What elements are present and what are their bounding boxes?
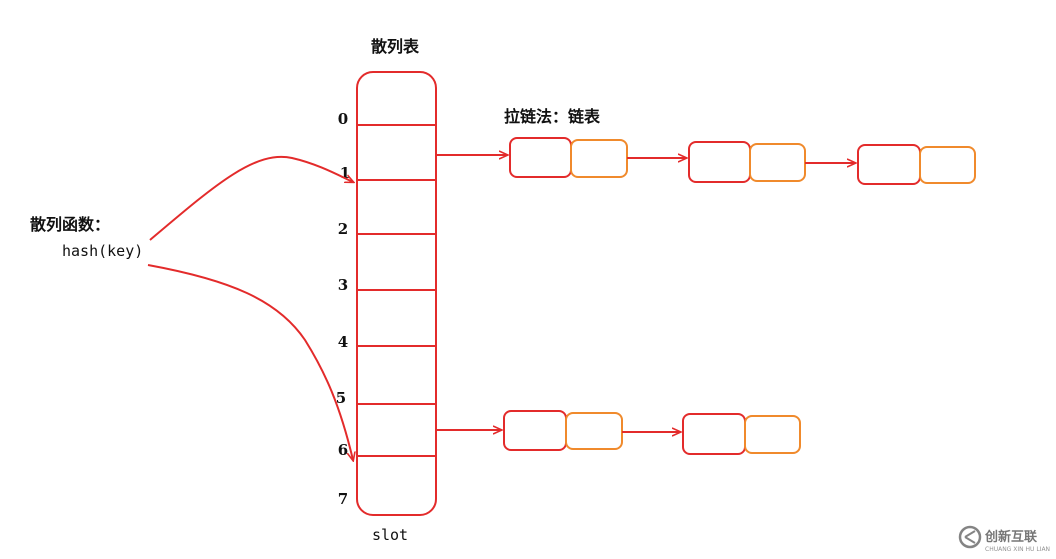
- chain-1-node-2: [688, 141, 806, 183]
- slot-index-5: 5: [336, 389, 346, 407]
- table-title: 散列表: [371, 37, 420, 56]
- hash-expression: hash(key): [62, 242, 143, 260]
- chain-2-node-2: [682, 413, 801, 455]
- slot-index-4: 4: [338, 333, 348, 351]
- slot-index-1: 1: [340, 164, 350, 182]
- hash-function-label: 散列函数：: [30, 215, 110, 234]
- chain-title: 拉链法：链表: [504, 107, 601, 126]
- slot-table: [356, 71, 437, 516]
- chain-2-node-1: [503, 410, 623, 451]
- watermark-sub: CHUANG XIN HU LIAN: [985, 546, 1050, 553]
- hash-arrow-slot-6: [147, 264, 353, 460]
- chain-1-node-3: [857, 144, 976, 185]
- slot-index-2: 2: [338, 220, 348, 238]
- watermark-logo: 创新互联 CHUANG XIN HU LIAN: [958, 525, 1050, 553]
- chain-1-node-1: [509, 137, 628, 178]
- slot-index-6: 6: [338, 441, 348, 459]
- slot-index-0: 0: [338, 110, 348, 128]
- slot-index-7: 7: [338, 490, 348, 508]
- slot-label: slot: [372, 526, 408, 544]
- slot-index-3: 3: [338, 276, 348, 294]
- watermark-text: 创新互联: [984, 529, 1037, 545]
- hash-arrow-slot-1: [149, 155, 353, 241]
